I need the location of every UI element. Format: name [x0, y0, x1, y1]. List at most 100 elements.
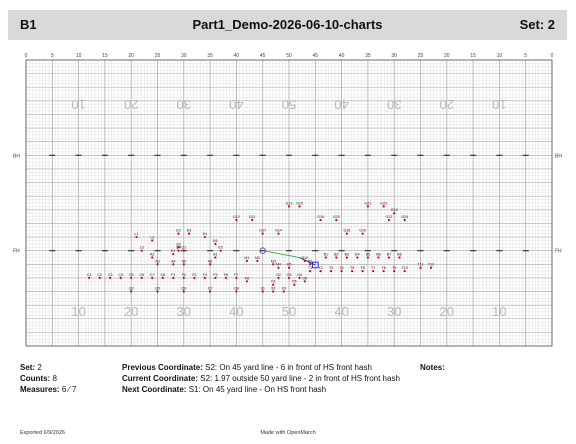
performer-label: C4 — [118, 273, 123, 277]
performer-dot — [172, 252, 175, 256]
performer-dot — [214, 256, 217, 259]
set-info: Set: 2 Counts: 8 Measures: 6 ⁄ 7 — [20, 362, 77, 395]
performer-dot — [135, 235, 138, 239]
performer-label: G17 — [259, 229, 266, 233]
performer-dot — [335, 218, 338, 222]
ruler-number-top: 10 — [76, 53, 82, 59]
performer-label: O2 — [276, 273, 281, 277]
performer-label: T6 — [361, 266, 365, 270]
performer-label: C7 — [150, 273, 155, 277]
performer-dot — [177, 249, 180, 252]
field-chart: 0055101015152020252530303535404045455050… — [13, 53, 562, 347]
performer-label: A6 — [208, 259, 212, 263]
performer-label: B10 — [302, 256, 308, 260]
performer-dot — [214, 276, 217, 280]
ruler-number-top: 15 — [470, 53, 476, 59]
performer-dot — [403, 218, 406, 222]
performer-label: G24 — [401, 215, 408, 219]
yard-number-top: 10 — [71, 97, 85, 112]
ruler-number-top: 15 — [102, 53, 108, 59]
set-info-label: Set: — [20, 363, 36, 372]
yard-number-top: 40 — [334, 97, 348, 112]
performer-dot — [261, 232, 264, 235]
performer-label: G11 — [249, 215, 256, 219]
performer-dot — [109, 276, 112, 280]
performer-dot — [130, 276, 133, 280]
performer-dot — [235, 276, 238, 280]
performer-label: B8 — [397, 252, 401, 256]
performer-dot — [261, 290, 264, 293]
performer-label: L1 — [134, 232, 138, 236]
measures-label: Measures: — [20, 385, 60, 394]
performer-dot — [366, 205, 369, 208]
yard-number-bottom: 10 — [71, 304, 85, 319]
performer-dot — [235, 290, 238, 293]
performer-label: M3 — [271, 259, 276, 263]
performer-dot — [272, 290, 275, 293]
performer-dot — [298, 276, 301, 280]
performer-dot — [256, 259, 259, 262]
performer-dot — [361, 232, 364, 235]
performer-dot — [287, 276, 291, 280]
yard-number-top: 20 — [440, 97, 454, 112]
side-label: FH — [555, 249, 562, 255]
performer-dot — [277, 266, 280, 269]
performer-dot — [219, 249, 222, 252]
performer-label: L3 — [140, 246, 144, 250]
performer-label: A1 — [213, 252, 217, 256]
set-label: Set: 2 — [519, 17, 555, 32]
performer-label: G14 — [275, 229, 282, 233]
performer-dot — [277, 232, 280, 235]
performer-label: T2 — [318, 266, 322, 270]
performer-label: F2 — [182, 273, 186, 277]
performer-label: B4 — [355, 252, 359, 256]
performer-dot — [282, 290, 285, 293]
performer-dot — [130, 290, 133, 293]
yard-number-top: 50 — [282, 97, 296, 112]
performer-dot — [345, 232, 348, 235]
ruler-number-top: 40 — [234, 53, 240, 59]
performer-dot — [235, 218, 238, 222]
yard-number-bottom: 10 — [492, 304, 506, 319]
performer-label: M5 — [287, 263, 292, 267]
performer-label: E6 — [213, 239, 217, 243]
yard-number-bottom: 30 — [387, 304, 401, 319]
performer-dot — [303, 280, 306, 283]
performer-label: O6 — [302, 276, 307, 280]
performer-label: L2 — [150, 235, 154, 239]
notes-section: Notes: — [420, 362, 445, 373]
performer-label: F1 — [171, 273, 175, 277]
ruler-number-top: 45 — [313, 53, 319, 59]
performer-label: T3 — [329, 266, 333, 270]
performer-dot — [429, 266, 433, 269]
yard-number-bottom: 20 — [124, 304, 138, 319]
side-label: BH — [555, 153, 562, 159]
performer-label: G20 — [333, 215, 340, 219]
performer-label: T12 — [428, 263, 434, 267]
performer-dot — [298, 205, 301, 208]
ruler-number-top: 20 — [444, 53, 450, 59]
performer-dot — [293, 283, 296, 286]
side-label: BH — [13, 153, 20, 159]
performer-label: M2 — [255, 256, 260, 260]
performer-label: G15 — [296, 201, 303, 205]
side-label: FH — [13, 249, 20, 255]
performer-dot — [272, 283, 275, 286]
performer-label: F3 — [192, 273, 196, 277]
performer-label: C2 — [97, 273, 102, 277]
performer-label: T8 — [382, 266, 386, 270]
performer-dot — [366, 256, 369, 259]
performer-dot — [356, 256, 359, 259]
performer-label: S2 — [271, 287, 275, 291]
performer-label: A4 — [171, 259, 175, 263]
yard-number-bottom: 40 — [229, 304, 243, 319]
ruler-number-top: 50 — [286, 53, 292, 59]
performer-label: B7 — [387, 252, 391, 256]
yard-number-top: 30 — [387, 97, 401, 112]
performer-dot — [119, 276, 122, 280]
performer-label: A3 — [155, 259, 159, 263]
performer-label: Q8 — [234, 287, 239, 291]
performer-label: Q6 — [181, 287, 186, 291]
ruler-number-top: 10 — [497, 53, 503, 59]
performer-dot — [303, 259, 306, 262]
